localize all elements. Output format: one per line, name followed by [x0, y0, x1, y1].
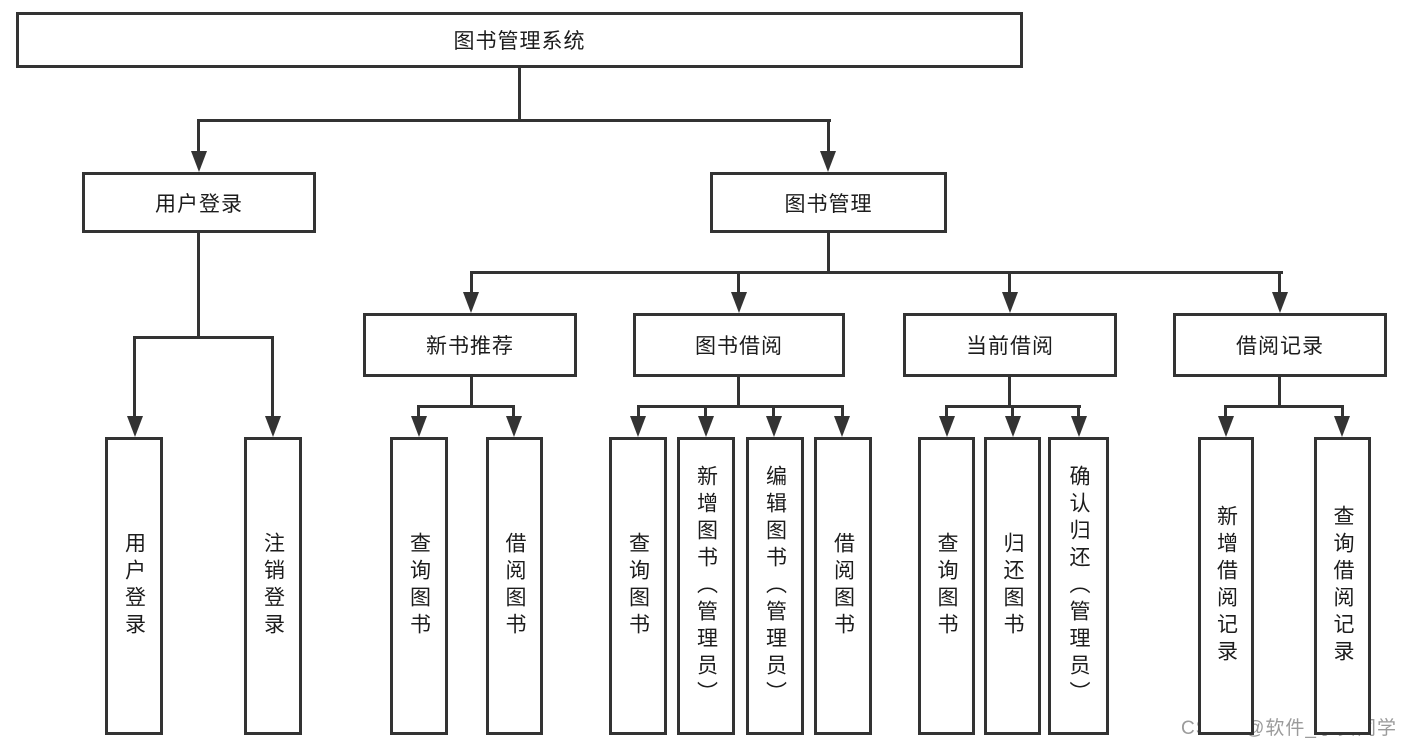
connector-line	[470, 377, 473, 408]
connector-line	[1278, 271, 1281, 296]
connector-line	[133, 336, 274, 339]
node-label: 确认归还（管理员）	[1067, 464, 1090, 708]
arrowhead-icon	[1002, 292, 1018, 313]
node-label: 新增图书（管理员）	[694, 464, 718, 708]
node-current-confirm-return: 确认归还（管理员）	[1048, 437, 1109, 735]
node-records-query-record: 查询借阅记录	[1314, 437, 1371, 735]
arrowhead-icon	[1272, 292, 1288, 313]
arrowhead-icon	[1071, 416, 1087, 437]
node-label: 查询借阅记录	[1331, 505, 1354, 667]
connector-line	[271, 336, 274, 420]
node-borrow-edit-book: 编辑图书（管理员）	[746, 437, 804, 735]
arrowhead-icon	[939, 416, 955, 437]
node-current-query-book: 查询图书	[918, 437, 975, 735]
connector-line	[1341, 405, 1344, 419]
arrowhead-icon	[191, 151, 207, 172]
connector-line	[772, 405, 775, 419]
node-label: 查询图书	[407, 532, 431, 640]
node-label: 借阅记录	[1236, 335, 1324, 358]
connector-line	[704, 405, 707, 419]
arrowhead-icon	[411, 416, 427, 437]
connector-line	[470, 271, 1283, 274]
connector-line	[1008, 377, 1011, 408]
connector-line	[417, 405, 515, 408]
connector-line	[1224, 405, 1227, 419]
arrowhead-icon	[1218, 416, 1234, 437]
connector-line	[518, 68, 521, 122]
node-label: 新书推荐	[426, 335, 514, 358]
connector-line	[512, 405, 515, 419]
node-label: 用户登录	[155, 192, 243, 216]
connector-line	[737, 271, 740, 296]
connector-line	[827, 119, 830, 155]
node-borrow-query-book: 查询图书	[609, 437, 667, 735]
node-borrow-add-book: 新增图书（管理员）	[677, 437, 735, 735]
node-book-borrowing: 图书借阅	[633, 313, 845, 377]
node-label: 图书借阅	[695, 335, 783, 358]
arrowhead-icon	[506, 416, 522, 437]
node-borrow-borrow-book: 借阅图书	[814, 437, 872, 735]
node-new-book-recommend: 新书推荐	[363, 313, 577, 377]
connector-line	[197, 119, 831, 122]
connector-line	[470, 271, 473, 296]
node-user-login-group: 用户登录	[82, 172, 316, 233]
node-label: 注销登录	[261, 532, 285, 640]
node-root: 图书管理系统	[16, 12, 1023, 68]
node-label: 借阅图书	[831, 532, 855, 640]
arrowhead-icon	[1334, 416, 1350, 437]
connector-line	[637, 405, 640, 419]
node-label: 查询图书	[935, 532, 958, 640]
connector-line	[197, 233, 200, 338]
arrowhead-icon	[731, 292, 747, 313]
connector-line	[1011, 405, 1014, 419]
node-recommend-borrow-book: 借阅图书	[486, 437, 543, 735]
connector-line	[1224, 405, 1344, 408]
arrowhead-icon	[698, 416, 714, 437]
node-user-logout: 注销登录	[244, 437, 302, 735]
node-current-return-book: 归还图书	[984, 437, 1041, 735]
connector-line	[841, 405, 844, 419]
connector-line	[737, 377, 740, 408]
connector-line	[1077, 405, 1080, 419]
connector-line	[417, 405, 420, 419]
node-label: 图书管理	[784, 192, 873, 216]
node-book-management: 图书管理	[710, 172, 947, 233]
node-label: 当前借阅	[966, 335, 1054, 358]
node-recommend-query-book: 查询图书	[390, 437, 448, 735]
node-current-borrowing: 当前借阅	[903, 313, 1117, 377]
connector-line	[827, 233, 830, 274]
node-label: 归还图书	[1001, 532, 1024, 640]
node-label: 新增借阅记录	[1214, 505, 1238, 667]
arrowhead-icon	[127, 416, 143, 437]
node-label: 用户登录	[122, 532, 146, 640]
node-label: 编辑图书（管理员）	[763, 464, 787, 708]
arrowhead-icon	[820, 151, 836, 172]
node-label: 借阅图书	[503, 532, 526, 640]
node-records-add-record: 新增借阅记录	[1198, 437, 1254, 735]
arrowhead-icon	[834, 416, 850, 437]
node-label: 查询图书	[626, 532, 650, 640]
connector-line	[133, 336, 136, 420]
arrowhead-icon	[463, 292, 479, 313]
connector-line	[1278, 377, 1281, 408]
connector-line	[637, 405, 844, 408]
node-label: 图书管理系统	[453, 30, 586, 53]
node-borrowing-records: 借阅记录	[1173, 313, 1387, 377]
arrowhead-icon	[265, 416, 281, 437]
arrowhead-icon	[630, 416, 646, 437]
connector-line	[945, 405, 948, 419]
connector-line	[1008, 271, 1011, 296]
node-user-login: 用户登录	[105, 437, 163, 735]
connector-line	[197, 119, 200, 155]
arrowhead-icon	[766, 416, 782, 437]
arrowhead-icon	[1005, 416, 1021, 437]
